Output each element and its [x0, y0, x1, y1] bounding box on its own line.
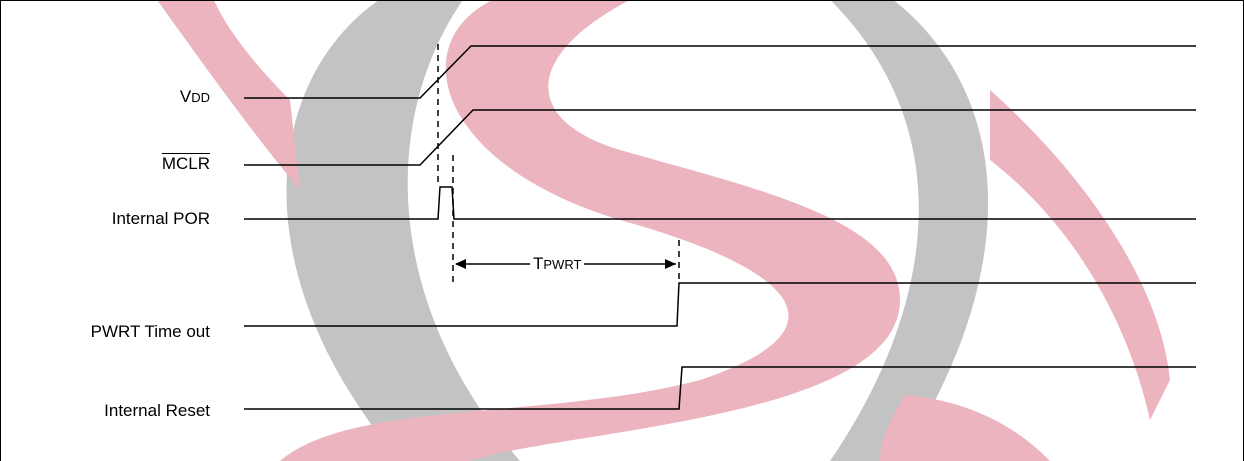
por-label: Internal POR	[111, 209, 210, 228]
tpwrt-label: TPWRT	[530, 254, 585, 274]
watermark-red-left-swoosh	[157, 0, 300, 190]
tpwrt-arrow-right-head	[665, 259, 676, 269]
vdd-waveform	[244, 45, 1196, 99]
watermark-red-right-swoosh	[990, 90, 1170, 420]
mclr-label-text: MCLR	[161, 154, 210, 173]
por-waveform	[244, 186, 1196, 220]
reset-waveform	[244, 366, 1196, 410]
watermark-red-s	[280, 0, 900, 461]
watermark-logo	[157, 0, 1170, 461]
watermark-red-bottom-right	[880, 395, 1050, 461]
mclr-waveform	[244, 109, 1196, 166]
vdd-label: VDD	[179, 87, 210, 106]
watermark-gray-arc	[286, 0, 520, 461]
mclr-label: MCLR	[10, 154, 210, 174]
pwrt-label: PWRT Time out	[90, 322, 210, 341]
pwrt-waveform	[244, 282, 1196, 327]
watermark-gray-arc-right	[830, 0, 988, 461]
tpwrt-arrow-left-head	[455, 259, 466, 269]
reset-label: Internal Reset	[104, 401, 210, 420]
